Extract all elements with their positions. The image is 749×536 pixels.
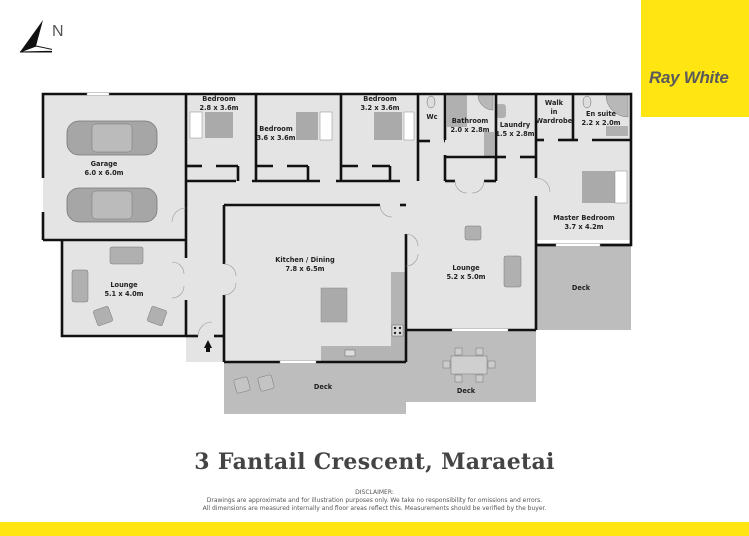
room-wc: Wc (426, 113, 438, 121)
room-deck-1: Deck (313, 383, 333, 391)
bed-icon (189, 111, 233, 139)
deck-area-east (536, 245, 631, 330)
shower-icon (477, 94, 494, 111)
toilet-icon (582, 95, 592, 109)
room-deck-3: Deck (571, 284, 591, 292)
windows (86, 92, 601, 364)
shower-icon (605, 94, 629, 118)
disclaimer-line-2: All dimensions are measured internally a… (202, 505, 547, 512)
footer-brand-bar (0, 522, 749, 536)
sofa-icon (109, 246, 144, 265)
laundry-tub-icon (496, 104, 506, 118)
ray-white-logo: Ray White (641, 0, 749, 117)
cooktop-icon (391, 324, 404, 337)
north-label: N (52, 23, 64, 40)
property-address-title: 3 Fantail Crescent, Maraetai (194, 449, 555, 475)
armchair-icon (233, 376, 251, 394)
deck-area-west (224, 362, 406, 414)
sofa-icon (503, 255, 522, 288)
entry-arrow-icon (204, 340, 212, 352)
car-icon (66, 120, 158, 156)
bed-icon (296, 111, 333, 141)
sink-icon (344, 349, 356, 357)
bed-icon (374, 111, 415, 141)
armchair-icon (93, 306, 113, 326)
armchair-icon (257, 374, 275, 392)
brand-name: Ray White (649, 68, 729, 87)
doors (171, 177, 551, 337)
armchair-icon (464, 225, 482, 241)
bathtub-icon (447, 95, 467, 127)
armchair-icon (147, 306, 167, 326)
walls (41, 92, 633, 364)
compass: N (18, 18, 68, 58)
room-deck-2: Deck (456, 387, 476, 395)
car-icon (66, 187, 158, 223)
kitchen-island (320, 287, 348, 323)
disclaimer-line-1: Drawings are approximate and for illustr… (206, 497, 543, 504)
dining-table-icon (442, 347, 496, 383)
disclaimer-heading: DISCLAIMER: (355, 489, 394, 496)
toilet-icon (426, 95, 436, 109)
vanity-icon (606, 126, 628, 136)
sofa-icon (71, 269, 89, 303)
bed-icon (582, 170, 628, 204)
vanity-icon (484, 132, 494, 156)
